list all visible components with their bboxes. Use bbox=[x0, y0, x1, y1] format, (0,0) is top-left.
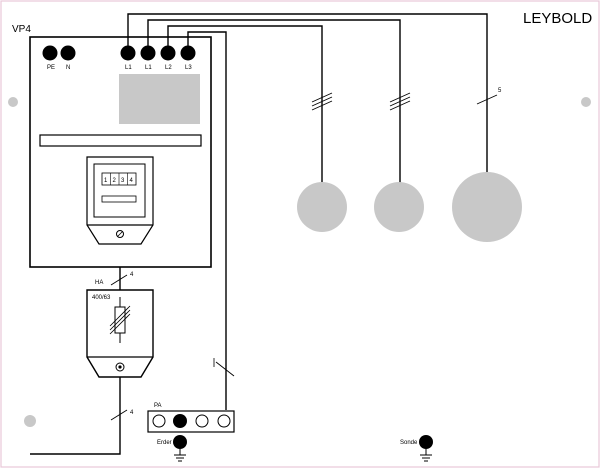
lamp-middle bbox=[374, 182, 424, 232]
device-label: VP4 bbox=[12, 24, 31, 35]
terminal-n bbox=[60, 45, 76, 61]
probe-label: Sonde bbox=[400, 440, 418, 446]
wire-count-feed: 4 bbox=[130, 272, 134, 278]
terminal-label-n: N bbox=[66, 65, 70, 71]
terminal-block: PE N L1 L1 L2 L3 bbox=[42, 45, 196, 71]
main-switch-label: HA bbox=[95, 280, 103, 286]
pa-terminal-3 bbox=[195, 414, 209, 428]
ground-icon bbox=[174, 449, 186, 462]
terminal-label-pe: PE bbox=[47, 65, 55, 71]
earth-label: Erder bbox=[157, 440, 172, 446]
terminal-l1b bbox=[140, 45, 156, 61]
meter-window bbox=[93, 163, 146, 218]
probe-terminal bbox=[419, 435, 433, 449]
mounting-hole-left bbox=[8, 97, 18, 107]
wire-count-incoming: 4 bbox=[130, 410, 134, 416]
terminal-label-l1b: L1 bbox=[145, 65, 152, 71]
pa-terminal-2 bbox=[173, 414, 187, 428]
terminal-l2 bbox=[160, 45, 176, 61]
terminal-label-l1a: L1 bbox=[125, 65, 132, 71]
terminal-pe bbox=[42, 45, 58, 61]
meter-screw-icon bbox=[116, 230, 124, 238]
heater-right bbox=[452, 172, 522, 242]
probe-ground-icon bbox=[420, 449, 432, 462]
pa-terminal-1 bbox=[152, 414, 166, 428]
incoming-supply bbox=[30, 377, 121, 455]
switch-knob-icon bbox=[115, 362, 125, 372]
terminal-l3 bbox=[180, 45, 196, 61]
meter-digit-4: 4 bbox=[130, 178, 134, 184]
wire-count-heater: 5 bbox=[498, 88, 502, 94]
conductor-marks bbox=[110, 92, 498, 421]
terminal-label-l2: L2 bbox=[165, 65, 172, 71]
mounting-hole-right bbox=[581, 97, 591, 107]
energy-meter: 1 2 3 4 bbox=[86, 156, 154, 245]
pa-terminal-4 bbox=[217, 414, 231, 428]
pa-bar-label: PA bbox=[154, 403, 162, 409]
meter-digit-2: 2 bbox=[113, 178, 117, 184]
mounting-hole-bottom-left bbox=[24, 415, 36, 427]
lamp-left bbox=[297, 182, 347, 232]
main-switch-rating: 400/63 bbox=[92, 295, 111, 301]
pa-bar bbox=[147, 410, 235, 433]
terminal-l1a bbox=[120, 45, 136, 61]
earth-terminal bbox=[173, 435, 187, 449]
display-panel bbox=[119, 74, 200, 124]
main-switch: 400/63 bbox=[86, 289, 154, 378]
meter-digit-1: 1 bbox=[104, 178, 108, 184]
meter-slot bbox=[101, 195, 137, 203]
terminal-label-l3: L3 bbox=[185, 65, 192, 71]
din-rail bbox=[39, 134, 202, 147]
brand-label: LEYBOLD bbox=[523, 10, 592, 27]
meter-digit-3: 3 bbox=[121, 178, 125, 184]
